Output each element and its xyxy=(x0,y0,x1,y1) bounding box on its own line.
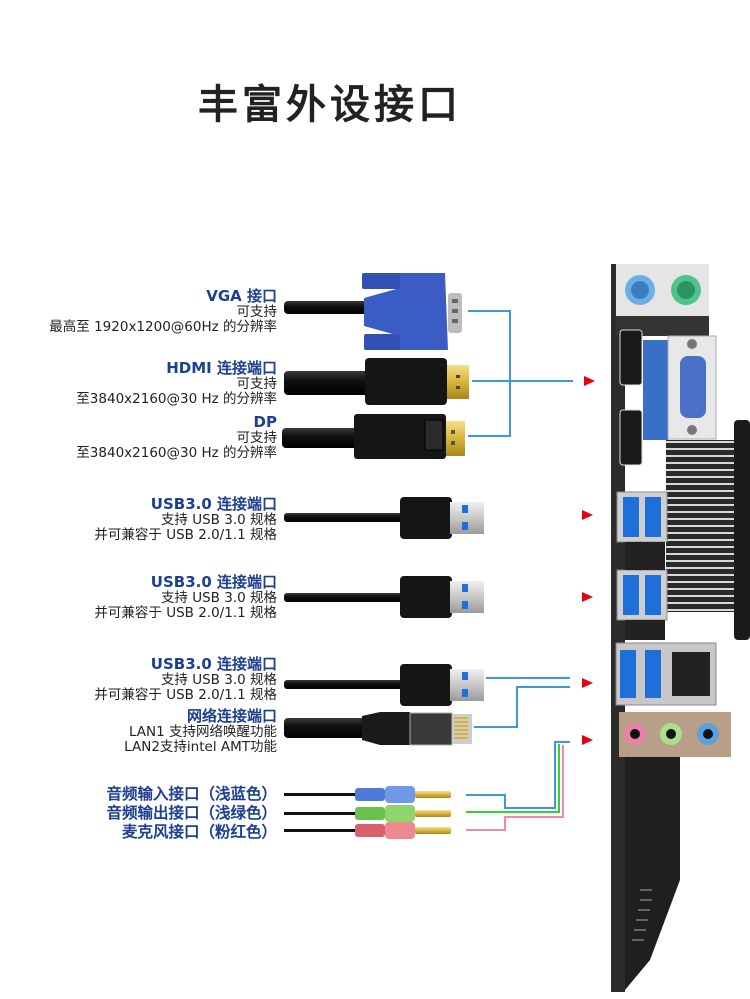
usb1-heading: USB3.0 连接端口 xyxy=(150,495,277,513)
audio-in-line xyxy=(466,741,570,809)
arrow-icon xyxy=(582,592,593,602)
dp-port xyxy=(619,409,643,466)
vga-desc-1: 可支持 xyxy=(236,304,278,320)
audio-out-line xyxy=(466,744,560,813)
usb-plug-3 xyxy=(284,664,484,706)
usb-plug-2 xyxy=(284,576,484,618)
audio-in-jack xyxy=(284,786,451,803)
vga-label: VGA 接口 可支持 最高至 1920x1200@60Hz 的分辨率 xyxy=(49,288,277,335)
audio-out-jack xyxy=(284,805,451,822)
arrow-icon xyxy=(582,678,593,688)
hdmi-label: HDMI 连接端口 可支持 至3840x2160@30 Hz 的分辨率 xyxy=(76,360,277,407)
video-bracket-line xyxy=(468,310,511,437)
rj45-plug xyxy=(284,712,472,746)
usb3-desc-2: 并可兼容于 USB 2.0/1.1 规格 xyxy=(94,687,277,703)
mic-label: 麦克风接口（粉红色） xyxy=(121,823,277,841)
dp-desc-1: 可支持 xyxy=(236,430,278,446)
usb-plug-1 xyxy=(284,497,484,539)
lan-label: 网络连接端口 LAN1 支持网络唤醒功能 LAN2支持intel AMT功能 xyxy=(124,708,277,755)
vga-desc-2: 最高至 1920x1200@60Hz 的分辨率 xyxy=(49,319,277,335)
audio-out-label: 音频输出接口（浅绿色） xyxy=(106,804,277,822)
audio-in-label: 音频输入接口（浅蓝色） xyxy=(106,785,277,803)
hdmi-heading: HDMI 连接端口 xyxy=(166,359,277,377)
lan-heading: 网络连接端口 xyxy=(186,707,277,725)
dp-heading: DP xyxy=(253,413,277,431)
arrow-icon xyxy=(584,376,595,386)
audio-labels: 音频输入接口（浅蓝色） 音频输出接口（浅绿色） 麦克风接口（粉红色） xyxy=(106,785,277,842)
arrows xyxy=(582,376,595,745)
dp-desc-2: 至3840x2160@30 Hz 的分辨率 xyxy=(76,445,277,461)
hdmi-port xyxy=(619,329,643,386)
connector-lines xyxy=(466,310,573,831)
usb3-label: USB3.0 连接端口 支持 USB 3.0 规格 并可兼容于 USB 2.0/… xyxy=(94,656,277,703)
usb3-desc-1: 支持 USB 3.0 规格 xyxy=(160,672,277,688)
motherboard-io-panel xyxy=(611,264,750,992)
usb3-heading: USB3.0 连接端口 xyxy=(150,655,277,673)
dp-plug xyxy=(282,414,465,459)
cpu-fan xyxy=(734,420,750,640)
mic-line xyxy=(466,745,564,831)
arrow-icon xyxy=(582,735,593,745)
heatsink xyxy=(666,440,738,612)
arrow-icon xyxy=(582,510,593,520)
page-title: 丰富外设接口 xyxy=(198,82,462,128)
hdmi-desc-1: 可支持 xyxy=(236,376,278,392)
hdmi-desc-2: 至3840x2160@30 Hz 的分辨率 xyxy=(76,391,277,407)
lan-line xyxy=(474,686,570,728)
lan-desc-2: LAN2支持intel AMT功能 xyxy=(124,739,277,755)
mic-jack xyxy=(284,822,451,839)
dp-label: DP 可支持 至3840x2160@30 Hz 的分辨率 xyxy=(76,414,277,461)
usb2-desc-2: 并可兼容于 USB 2.0/1.1 规格 xyxy=(94,605,277,621)
usb1-desc-1: 支持 USB 3.0 规格 xyxy=(160,512,277,528)
usb2-label: USB3.0 连接端口 支持 USB 3.0 规格 并可兼容于 USB 2.0/… xyxy=(94,574,277,621)
usb1-desc-2: 并可兼容于 USB 2.0/1.1 规格 xyxy=(94,527,277,543)
usb1-label: USB3.0 连接端口 支持 USB 3.0 规格 并可兼容于 USB 2.0/… xyxy=(94,496,277,543)
usb2-heading: USB3.0 连接端口 xyxy=(150,573,277,591)
vga-heading: VGA 接口 xyxy=(206,287,277,305)
lan-desc-1: LAN1 支持网络唤醒功能 xyxy=(128,724,277,740)
lan-port xyxy=(672,652,710,696)
vga-plug xyxy=(284,273,462,350)
hdmi-plug xyxy=(284,358,469,405)
usb2-desc-1: 支持 USB 3.0 规格 xyxy=(160,590,277,606)
